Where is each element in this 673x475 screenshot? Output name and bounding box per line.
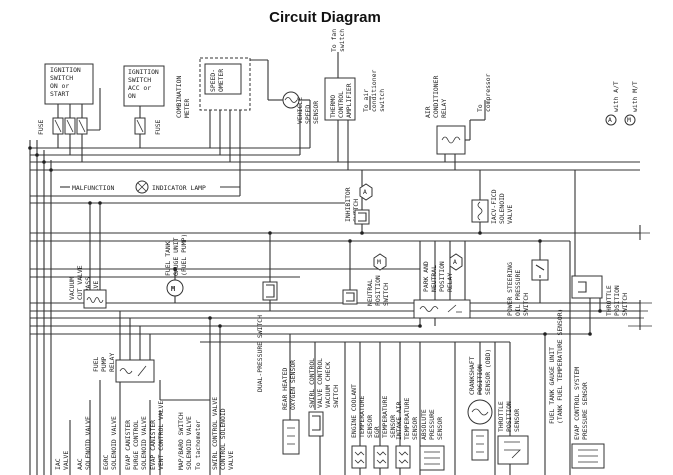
svg-text:VEHICLESPEEDSENSOR: VEHICLESPEEDSENSOR [296, 97, 320, 124]
rear-heated-oxygen-sensor: REAR HEATEDOXYGEN SENSOR [281, 360, 300, 455]
svg-text:To airconditionerswitch: To airconditionerswitch [362, 70, 386, 112]
svg-text:COMBINATIONMETER: COMBINATIONMETER [175, 76, 191, 118]
air-conditioner-relay: AIRCONDITIONERRELAY Tocompressor [424, 73, 492, 155]
svg-text:FUELPUMPRELAY: FUELPUMPRELAY [92, 353, 116, 372]
inhibitor-switch: INHIBITORSWITCH A [344, 183, 373, 225]
dual-pressure-switch: DUAL-PRESSURE SWITCH [256, 281, 278, 392]
egr-temp-sensor: EGRTEMPERATURESENSOR [373, 396, 397, 469]
neutral-position-switch: M NEUTRALPOSITIONSWITCH [342, 253, 390, 306]
svg-text:EVAP CONTROL SYSTEMPRESSURE SE: EVAP CONTROL SYSTEMPRESSURE SENSOR [573, 367, 589, 440]
park-neutral-relay: PARK ANDNEUTRALPOSITIONRELAY A [413, 253, 471, 319]
svg-text:To tachometer: To tachometer [194, 420, 202, 470]
svg-text:EVAP CANISTERVENT CONTROL VALV: EVAP CANISTERVENT CONTROL VALVE [149, 401, 165, 470]
svg-text:INDICATOR LAMP: INDICATOR LAMP [152, 184, 206, 192]
svg-text:Tocompressor: Tocompressor [476, 73, 492, 112]
fuel-pump-relay: FUELPUMPRELAY [92, 353, 155, 383]
intake-air-temp-sensor: INTAKE AIRTEMPERATURESENSOR [395, 398, 419, 469]
map-baro-solenoid: MAP/BARO SWITCHSOLENOID VALVE To tachome… [177, 412, 202, 470]
svg-text:EGRTEMPERATURESENSOR: EGRTEMPERATURESENSOR [373, 396, 397, 438]
svg-text:THROTTLEPOSITIONSENSOR: THROTTLEPOSITIONSENSOR [497, 401, 521, 432]
malfunction-indicator-lamp: MALFUNCTION INDICATOR LAMP [60, 180, 240, 194]
power-steering-pressure-switch: POWER STEERINGOIL PRESSURESWITCH [506, 259, 549, 316]
legend: A with A/T M with M/T [605, 81, 639, 126]
svg-text:AIRCONDITIONERRELAY: AIRCONDITIONERRELAY [424, 76, 448, 118]
svg-text:To fanswitch: To fanswitch [330, 29, 346, 52]
svg-text:with M/T: with M/T [631, 81, 639, 112]
vehicle-speed-sensor: VEHICLESPEEDSENSOR [282, 91, 320, 124]
svg-text:A: A [608, 116, 612, 124]
svg-text:FUEL TANKGAUGE UNIT(FUEL PUMP): FUEL TANKGAUGE UNIT(FUEL PUMP) [164, 234, 188, 276]
svg-text:ENGINE COOLANTTEMPERATURESENSO: ENGINE COOLANTTEMPERATURESENSOR [350, 384, 374, 438]
engine-coolant-temp-sensor: ENGINE COOLANTTEMPERATURESENSOR [350, 384, 374, 469]
svg-text:IACVALVE: IACVALVE [54, 451, 70, 470]
svg-text:A: A [363, 188, 367, 196]
svg-text:M: M [377, 258, 381, 266]
fuel-tank-gauge-pump: M FUEL TANKGAUGE UNIT(FUEL PUMP) [164, 234, 188, 297]
crankshaft-position-sensor: CRANKSHAFTPOSITIONSENSOR (OBD) [467, 349, 493, 461]
swirl-control-solenoid: SWIRL CONTROL VALVECONTROL SOLENOIDVALVE [211, 397, 235, 470]
throttle-position-sensor: THROTTLEPOSITIONSENSOR [497, 401, 529, 465]
iacv-ficd-solenoid: IACV-FICDSOLENOIDVALVE [471, 189, 514, 224]
lower-left-solenoids: EVAP CANISTERVENT CONTROL VALVE EVAP CAN… [54, 401, 165, 470]
svg-text:IACV-FICDSOLENOIDVALVE: IACV-FICDSOLENOIDVALVE [490, 189, 514, 224]
svg-text:MAP/BARO SWITCHSOLENOID VALVE: MAP/BARO SWITCHSOLENOID VALVE [177, 412, 193, 470]
svg-text:THERMOCONTROLAMPLIFIER: THERMOCONTROLAMPLIFIER [329, 83, 353, 118]
svg-text:EVAP CANISTERPURGE CONTROLSOLE: EVAP CANISTERPURGE CONTROLSOLENOID VALVE [124, 416, 148, 470]
svg-text:FUEL TANK GAUGE UNIT(TANK FUEL: FUEL TANK GAUGE UNIT(TANK FUEL TEMPERATU… [548, 309, 564, 424]
svg-text:M: M [627, 116, 631, 124]
svg-text:POWER STEERINGOIL PRESSURESWIT: POWER STEERINGOIL PRESSURESWITCH [506, 262, 530, 316]
svg-text:INTAKE AIRTEMPERATURESENSOR: INTAKE AIRTEMPERATURESENSOR [395, 398, 419, 440]
svg-text:NEUTRALPOSITIONSWITCH: NEUTRALPOSITIONSWITCH [366, 275, 390, 306]
svg-text:REAR HEATEDOXYGEN SENSOR: REAR HEATEDOXYGEN SENSOR [281, 360, 297, 410]
svg-text:DUAL-PRESSURE SWITCH: DUAL-PRESSURE SWITCH [256, 315, 264, 392]
combination-meter: COMBINATIONMETER SPEED-OMETER [175, 57, 251, 118]
svg-text:PARK ANDNEUTRALPOSITIONRELAY: PARK ANDNEUTRALPOSITIONRELAY [422, 261, 454, 292]
absolute-pressure-sensor: ABSOLUTEPRESSURESENSOR [419, 409, 445, 471]
tank-fuel-temp-sensor: FUEL TANK GAUGE UNIT(TANK FUEL TEMPERATU… [548, 309, 564, 424]
svg-text:A: A [453, 258, 457, 266]
svg-text:CRANKSHAFTPOSITIONSENSOR (OBD): CRANKSHAFTPOSITIONSENSOR (OBD) [468, 349, 492, 395]
svg-text:THROTTLEPOSITIONSWITCH: THROTTLEPOSITIONSWITCH [605, 285, 629, 316]
svg-text:FUSE: FUSE [154, 119, 162, 135]
svg-text:ABSOLUTEPRESSURESENSOR: ABSOLUTEPRESSURESENSOR [420, 409, 444, 440]
svg-text:SWIRL CONTROL VALVECONTROL SOL: SWIRL CONTROL VALVECONTROL SOLENOIDVALVE [211, 397, 235, 470]
swirl-vacuum-check-switch: SWIRL CONTROLVALVE CONTROLVACUUM CHECKSW… [308, 358, 340, 437]
svg-text:SPEED-OMETER: SPEED-OMETER [209, 69, 225, 92]
evap-pressure-sensor: EVAP CONTROL SYSTEMPRESSURE SENSOR [571, 367, 605, 469]
svg-text:MALFUNCTION: MALFUNCTION [72, 184, 114, 192]
throttle-position-switch: THROTTLEPOSITIONSWITCH [571, 275, 629, 316]
svg-text:M: M [171, 285, 175, 293]
junction-dots [28, 146, 602, 336]
vacuum-cut-bypass-valve: VACUUMCUT VALVEBYPASSVALVE [68, 265, 107, 309]
svg-text:EGRCSOLENOID VALVE: EGRCSOLENOID VALVE [102, 416, 118, 470]
svg-text:AACSOLENOID VALVE: AACSOLENOID VALVE [76, 416, 92, 470]
thermo-control-amplifier: THERMOCONTROLAMPLIFIER To fanswitch To a… [324, 29, 386, 121]
svg-text:with A/T: with A/T [612, 81, 620, 112]
fuse-group: FUSE [37, 117, 88, 135]
fuse-label: FUSE [37, 119, 45, 135]
page-title: Circuit Diagram [269, 9, 381, 26]
svg-text:SWIRL CONTROLVALVE CONTROLVACU: SWIRL CONTROLVALVE CONTROLVACUUM CHECKSW… [308, 358, 340, 408]
